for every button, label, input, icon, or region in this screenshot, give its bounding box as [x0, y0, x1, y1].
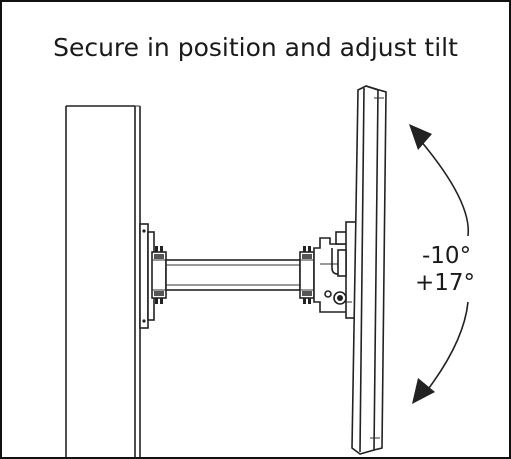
- curved-double-arrow-icon: [409, 124, 470, 404]
- wall: [65, 105, 141, 457]
- tilt-up-angle: -10°: [422, 243, 472, 269]
- screen: [351, 85, 387, 455]
- tilt-down-angle: +17°: [415, 270, 476, 296]
- screen-hinge: [299, 246, 315, 304]
- tilt-bracket: [313, 221, 359, 319]
- extension-arm: [165, 259, 301, 291]
- wall-plate: [139, 223, 155, 329]
- instruction-title: Secure in position and adjust tilt: [53, 33, 458, 62]
- wall-hinge: [151, 246, 167, 304]
